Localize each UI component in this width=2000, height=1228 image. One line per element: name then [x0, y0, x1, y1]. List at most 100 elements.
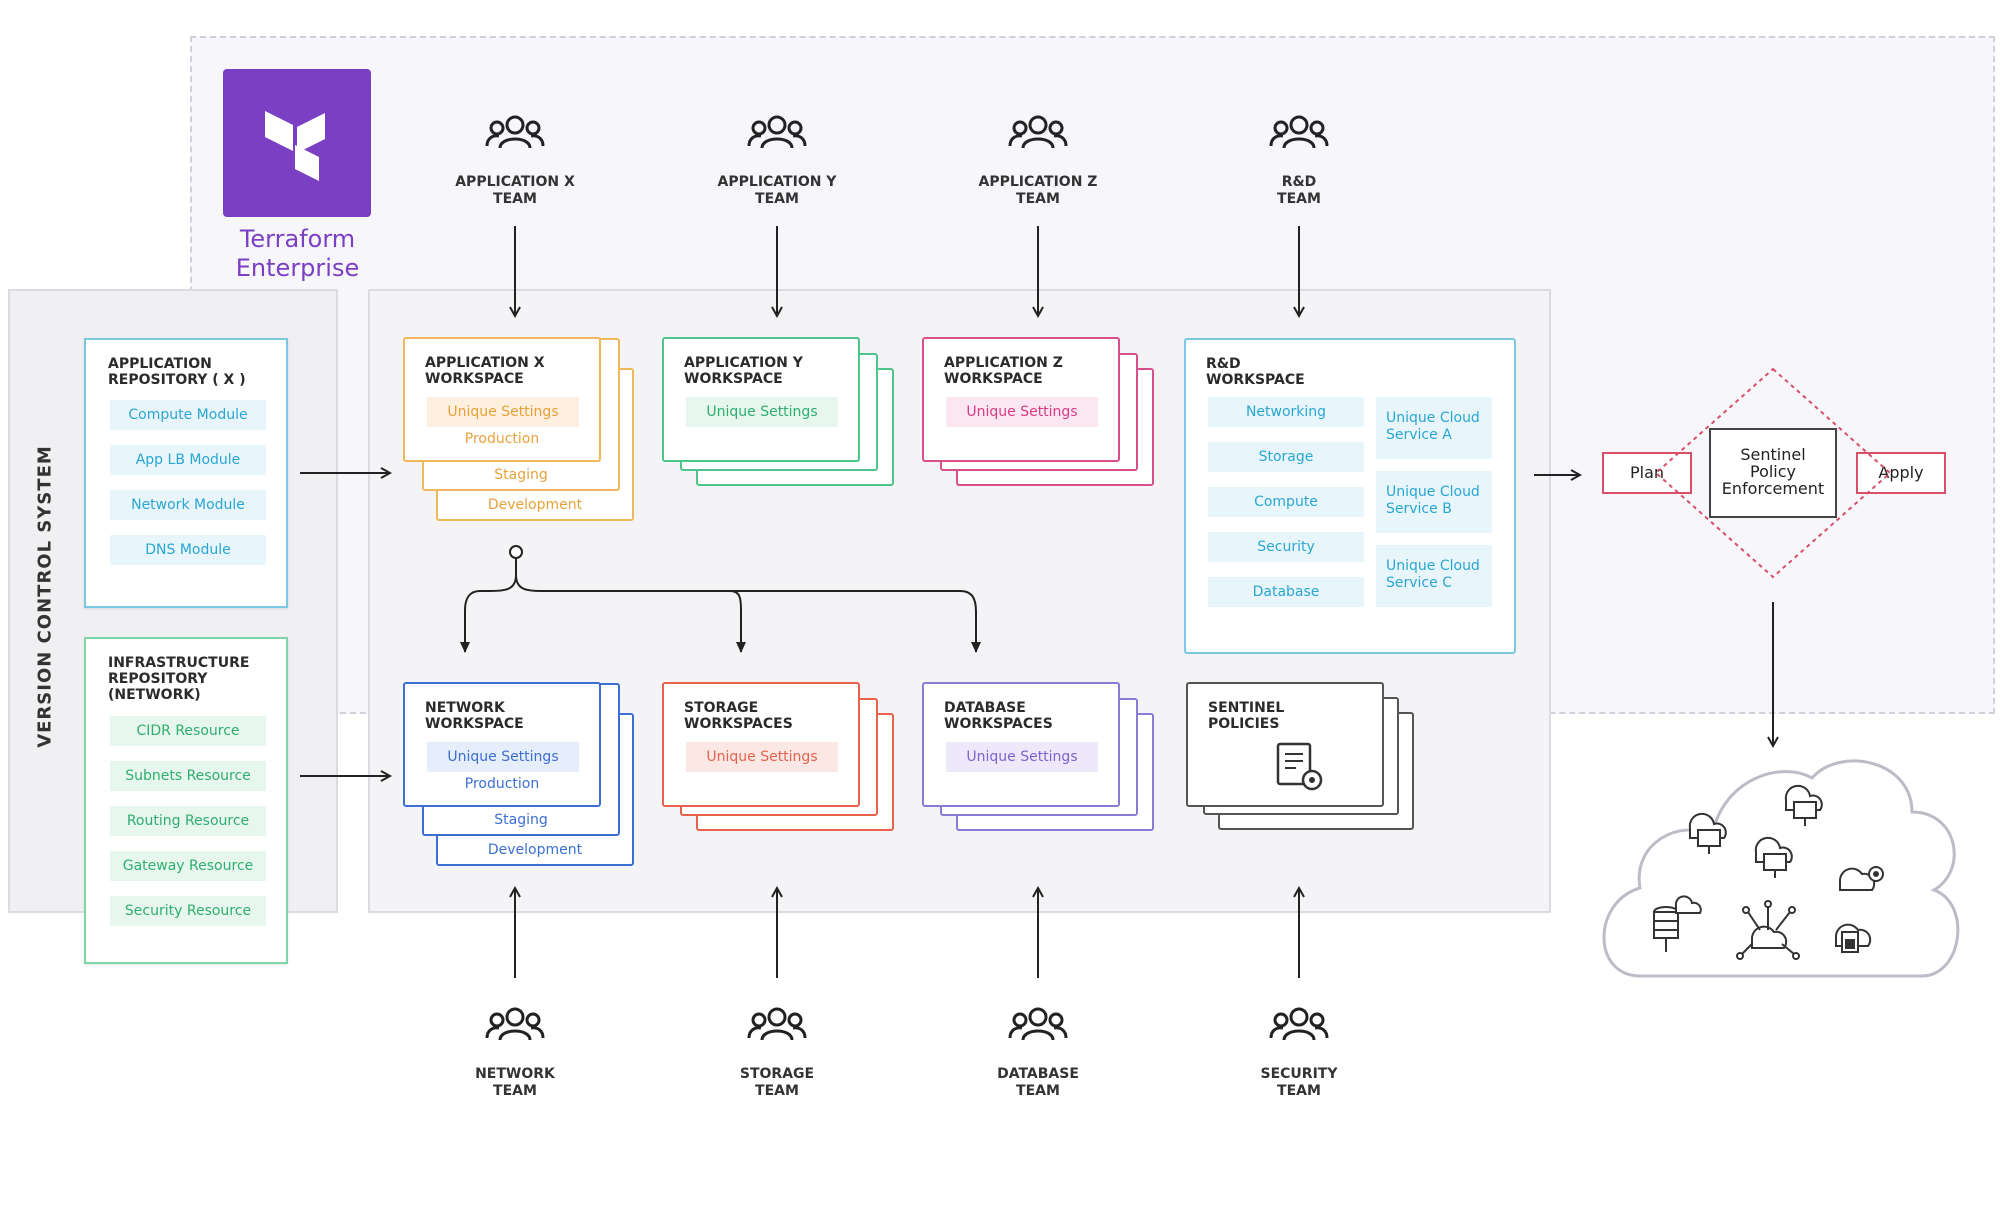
rnd-item-database: Database — [1208, 577, 1364, 607]
app-repo-title-line2: REPOSITORY ( X ) — [108, 372, 246, 388]
team-name: APPLICATION X — [455, 174, 575, 190]
team-label-app-z: APPLICATION Z TEAM — [958, 174, 1118, 208]
connector-to-network — [460, 558, 517, 653]
team-suffix: TEAM — [755, 1083, 799, 1099]
database-unique-settings: Unique Settings — [946, 742, 1098, 772]
app-x-layer-development: Development — [487, 497, 583, 513]
cloud-service-c-line1: Unique Cloud — [1386, 558, 1480, 574]
cloud-service-c-line2: Service C — [1386, 575, 1452, 591]
database-workspace-title-line2: WORKSPACES — [944, 716, 1053, 732]
people-icon — [485, 115, 545, 150]
cloud-service-b-line1: Unique Cloud — [1386, 484, 1480, 500]
team-name: NETWORK — [475, 1066, 555, 1082]
team-label-rnd: R&D TEAM — [1219, 174, 1379, 208]
network-workspace: NETWORK WORKSPACE Unique Settings Produc… — [403, 682, 601, 807]
rnd-workspace: R&D WORKSPACE Networking Storage Compute… — [1184, 338, 1516, 654]
cloud-monitor-icon — [1754, 836, 1793, 878]
module-network: Network Module — [110, 490, 266, 520]
network-workspace-title-line2: WORKSPACE — [425, 716, 524, 732]
team-label-storage: STORAGE TEAM — [697, 1066, 857, 1100]
team-name: SECURITY — [1260, 1066, 1338, 1082]
team-label-database: DATABASE TEAM — [958, 1066, 1118, 1100]
sentinel-enforcement-line3: Enforcement — [1721, 479, 1825, 498]
network-layer-production: Production — [464, 776, 540, 792]
product-name-line1: Terraform — [239, 225, 356, 253]
team-suffix: TEAM — [1016, 191, 1060, 207]
sentinel-policy-enforcement: Sentinel Policy Enforcement — [1709, 428, 1837, 518]
app-x-unique-settings: Unique Settings — [427, 397, 579, 427]
infrastructure-repository: INFRASTRUCTURE REPOSITORY (NETWORK) CIDR… — [84, 637, 288, 964]
product-name-line2: Enterprise — [235, 254, 360, 282]
terraform-icon — [265, 111, 325, 181]
resource-cidr: CIDR Resource — [110, 716, 266, 746]
app-x-workspace: APPLICATION X WORKSPACE Unique Settings … — [403, 337, 601, 462]
app-y-workspace-title-line2: WORKSPACE — [684, 371, 783, 387]
storage-workspace-title-line1: STORAGE — [684, 700, 759, 716]
team-suffix: TEAM — [755, 191, 799, 207]
infra-repo-title-line2: REPOSITORY — [108, 671, 208, 687]
storage-workspace: STORAGE WORKSPACES Unique Settings — [662, 682, 860, 807]
team-name: STORAGE — [739, 1066, 815, 1082]
sentinel-policies-title-line1: SENTINEL — [1208, 700, 1285, 716]
team-name: APPLICATION Y — [717, 174, 837, 190]
rnd-workspace-title-line2: WORKSPACE — [1206, 372, 1305, 388]
rnd-item-networking: Networking — [1208, 397, 1364, 427]
rnd-item-storage: Storage — [1208, 442, 1364, 472]
rnd-item-compute: Compute — [1208, 487, 1364, 517]
team-label-app-x: APPLICATION X TEAM — [435, 174, 595, 208]
network-layer-staging: Staging — [494, 812, 548, 828]
rnd-cloud-service-b: Unique Cloud Service B — [1376, 471, 1492, 533]
team-suffix: TEAM — [493, 1083, 537, 1099]
database-workspace: DATABASE WORKSPACES Unique Settings — [922, 682, 1120, 807]
infra-repo-title-line3: (NETWORK) — [108, 687, 201, 703]
terraform-logo — [223, 69, 371, 217]
app-z-workspace: APPLICATION Z WORKSPACE Unique Settings — [922, 337, 1120, 462]
team-suffix: TEAM — [1277, 1083, 1321, 1099]
connector-to-database — [730, 590, 981, 653]
module-dns: DNS Module — [110, 535, 266, 565]
storage-unique-settings: Unique Settings — [686, 742, 838, 772]
policy-check-diamond — [1654, 367, 1892, 579]
storage-workspace-title-line2: WORKSPACES — [684, 716, 793, 732]
people-icon — [1008, 115, 1068, 150]
team-suffix: TEAM — [1277, 191, 1321, 207]
team-label-security: SECURITY TEAM — [1219, 1066, 1379, 1100]
sentinel-policies-title-line2: POLICIES — [1208, 716, 1280, 732]
cloud-service-a-line2: Service A — [1386, 427, 1452, 443]
sentinel-policies: SENTINEL POLICIES — [1186, 682, 1384, 807]
module-app-lb: App LB Module — [110, 445, 266, 475]
rnd-item-security: Security — [1208, 532, 1364, 562]
application-repository: APPLICATION REPOSITORY ( X ) Compute Mod… — [84, 338, 288, 608]
module-compute: Compute Module — [110, 400, 266, 430]
network-unique-settings: Unique Settings — [427, 742, 579, 772]
team-label-app-y: APPLICATION Y TEAM — [697, 174, 857, 208]
app-x-layer-production: Production — [464, 431, 540, 447]
sentinel-enforcement-line2: Policy — [1749, 462, 1797, 481]
network-layer-development: Development — [487, 842, 583, 858]
app-y-workspace-title-line1: APPLICATION Y — [684, 355, 803, 371]
connector-to-storage — [515, 574, 746, 653]
people-icon — [747, 1007, 807, 1042]
resource-security: Security Resource — [110, 896, 266, 926]
resource-subnets: Subnets Resource — [110, 761, 266, 791]
team-name: R&D — [1281, 174, 1317, 190]
cloud-gear-icon — [1839, 866, 1884, 891]
cloud-monitor-icon — [1784, 784, 1823, 826]
app-x-workspace-title-line1: APPLICATION X — [425, 355, 545, 371]
people-icon — [1269, 1007, 1329, 1042]
people-icon — [1269, 115, 1329, 150]
policy-document-icon — [1276, 742, 1323, 791]
people-icon — [1008, 1007, 1068, 1042]
app-z-workspace-title-line1: APPLICATION Z — [944, 355, 1063, 371]
plan-step: Plan — [1602, 452, 1692, 494]
terraform-enterprise-label: Terraform Enterprise — [195, 225, 400, 283]
infra-repo-title-line1: INFRASTRUCTURE — [108, 655, 250, 671]
apply-step: Apply — [1856, 452, 1946, 494]
team-label-network: NETWORK TEAM — [435, 1066, 595, 1100]
app-y-unique-settings: Unique Settings — [686, 397, 838, 427]
app-z-unique-settings: Unique Settings — [946, 397, 1098, 427]
app-repo-title-line1: APPLICATION — [108, 356, 212, 372]
resource-gateway: Gateway Resource — [110, 851, 266, 881]
cloud-network-hub-icon — [1736, 900, 1800, 960]
